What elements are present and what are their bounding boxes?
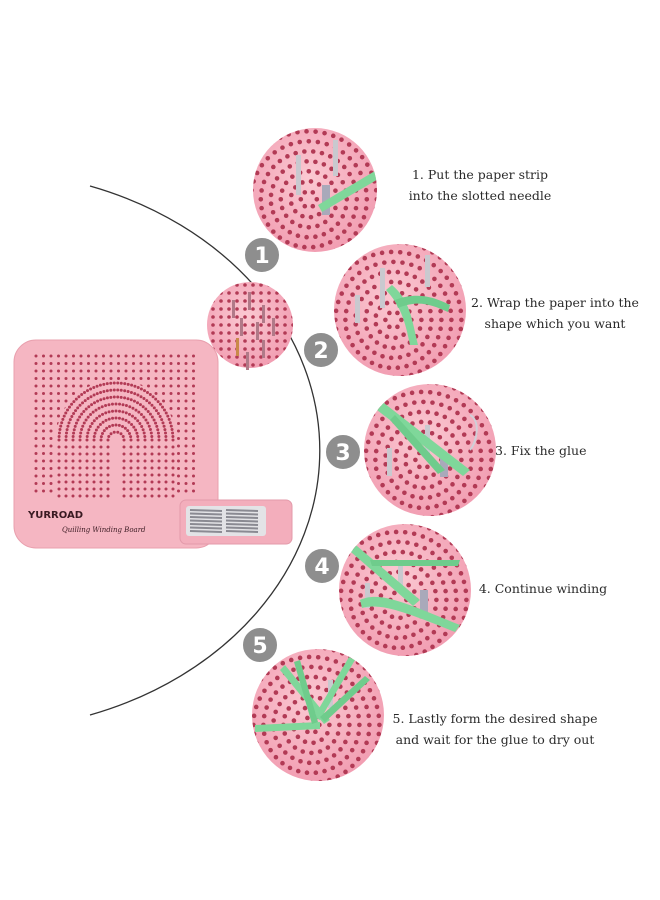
- product-name-label: Quilling Winding Board: [62, 526, 146, 534]
- step-badge-1: 1: [243, 236, 281, 274]
- step-2-line-1: 2. Wrap the paper into the: [471, 295, 639, 310]
- step-4-photo: [339, 524, 471, 656]
- step-5-line-2: and wait for the glue to dry out: [395, 732, 595, 747]
- board-hole-pattern: [34, 354, 195, 500]
- step-badge-number: 5: [252, 634, 267, 659]
- quilling-board: YURROAD Quilling Winding Board: [13, 339, 293, 549]
- needles-closeup-circle: [207, 282, 293, 370]
- step-badge-3: 3: [324, 433, 362, 471]
- step-1-line-2: into the slotted needle: [408, 188, 552, 203]
- step-4-caption: 4. Continue winding: [478, 578, 608, 599]
- step-badge-5: 5: [241, 626, 279, 664]
- step-badge-number: 4: [314, 555, 329, 580]
- brand-label: YURROAD: [27, 510, 83, 521]
- step-1-photo: [253, 128, 377, 252]
- step-badge-2: 2: [302, 331, 340, 369]
- step-3-caption: 3. Fix the glue: [495, 440, 587, 461]
- step-4-line-1: 4. Continue winding: [478, 581, 608, 596]
- step-3-photo: [364, 384, 496, 516]
- guide-arc: [89, 185, 321, 716]
- step-badge-number: 3: [335, 441, 350, 466]
- stored-needles: [189, 509, 259, 533]
- step-1-line-1: 1. Put the paper strip: [411, 167, 549, 182]
- step-badge-number: 2: [313, 339, 328, 364]
- step-badge-4: 4: [303, 547, 341, 585]
- step-badge-number: 1: [254, 244, 269, 269]
- step-2-line-2: shape which you want: [484, 316, 626, 331]
- step-1-caption: 1. Put the paper strip into the slotted …: [405, 164, 555, 206]
- step-2-caption: 2. Wrap the paper into the shape which y…: [470, 292, 640, 334]
- step-5-caption: 5. Lastly form the desired shape and wai…: [390, 708, 600, 750]
- step-5-photo: [252, 649, 384, 781]
- step-3-line-1: 3. Fix the glue: [495, 443, 587, 458]
- step-5-line-1: 5. Lastly form the desired shape: [392, 711, 598, 726]
- step-2-photo: [334, 244, 466, 376]
